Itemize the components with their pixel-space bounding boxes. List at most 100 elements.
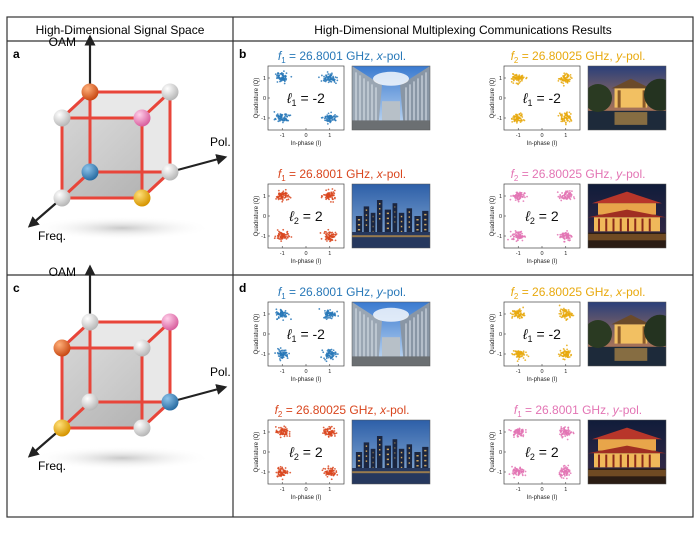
header-left: High-Dimensional Signal Space [36, 23, 205, 37]
channel-title: f1 = 26.8001 GHz, x-pol. [278, 49, 406, 65]
constellation-cluster [319, 228, 338, 243]
y-axis-label: Quadrature (Q) [254, 432, 260, 473]
constellation-cluster [508, 427, 527, 438]
x-tick-label: -1 [516, 133, 521, 139]
constellation-cluster [274, 425, 291, 439]
x-tick-label: 1 [564, 251, 567, 257]
building-photo [352, 302, 430, 366]
oam-axis-label: OAM [49, 265, 76, 279]
cube-shadow [32, 216, 212, 240]
channel-title: f2 = 26.80025 GHz, y-pol. [511, 49, 646, 65]
x-axis-label: In-phase (I) [291, 377, 322, 383]
oam-mode-label: ℓ1 = -2 [286, 90, 325, 108]
channel-title: f2 = 26.80025 GHz, x-pol. [511, 285, 646, 301]
x-tick-label: 1 [328, 133, 331, 139]
x-axis-label: In-phase (I) [527, 259, 558, 265]
x-axis-label: In-phase (I) [527, 495, 558, 501]
x-tick-label: 1 [564, 133, 567, 139]
cube-vertex-sphere [81, 313, 99, 331]
x-tick-label: 1 [328, 487, 331, 493]
y-tick-label: -1 [261, 352, 266, 358]
freq-axis-label: Freq. [38, 459, 66, 473]
cube-vertex-sphere [133, 419, 151, 437]
constellation-cluster [557, 344, 573, 361]
constellation-cluster [558, 304, 575, 321]
cube-vertex-sphere [81, 83, 99, 101]
constellation-cluster [273, 111, 292, 124]
constellation-cluster [275, 308, 292, 322]
constellation-cluster [557, 111, 573, 126]
constellation-cluster [321, 465, 339, 481]
cube-shadow [32, 446, 212, 470]
header-right: High-Dimensional Multiplexing Communicat… [314, 23, 611, 37]
panel-label-c: c [13, 281, 20, 295]
cube-vertex-sphere [81, 163, 99, 181]
constellation-cluster [275, 465, 292, 481]
constellation-cluster [557, 72, 573, 87]
cube-vertex-sphere [161, 83, 179, 101]
constellation-cluster [556, 230, 573, 243]
constellation-cluster [320, 348, 339, 363]
y-axis-label: Quadrature (Q) [490, 314, 496, 355]
y-tick-label: -1 [497, 470, 502, 476]
constellation-cluster [320, 111, 339, 125]
constellation-cluster [511, 349, 530, 363]
x-tick-label: -1 [280, 133, 285, 139]
cube-vertex-sphere [53, 109, 71, 127]
pol-axis-arrow [169, 384, 228, 404]
x-axis-label: In-phase (I) [527, 141, 558, 147]
y-tick-label: 1 [263, 430, 266, 436]
pavilion-photo [588, 302, 666, 366]
y-tick-label: 0 [499, 96, 502, 102]
x-tick-label: 1 [328, 251, 331, 257]
constellation-cluster [508, 465, 527, 479]
x-tick-label: 0 [540, 369, 543, 375]
cube-vertex-sphere [161, 163, 179, 181]
x-tick-label: -1 [516, 251, 521, 257]
oam-mode-label: ℓ1 = -2 [522, 90, 561, 108]
oam-mode-label: ℓ2 = 2 [288, 444, 323, 462]
y-tick-label: 0 [263, 332, 266, 338]
y-tick-label: 0 [263, 450, 266, 456]
x-tick-label: 0 [304, 133, 307, 139]
oam-mode-label: ℓ1 = -2 [522, 326, 561, 344]
constellation-cluster [320, 188, 336, 203]
y-axis-label: Quadrature (Q) [490, 432, 496, 473]
y-tick-label: -1 [261, 116, 266, 122]
y-axis-label: Quadrature (Q) [254, 196, 260, 237]
constellation-cluster [318, 71, 339, 85]
panel-label-d: d [239, 281, 246, 295]
y-tick-label: 1 [263, 194, 266, 200]
y-tick-label: -1 [497, 234, 502, 240]
temple-photo [588, 420, 666, 484]
constellation-cluster [274, 347, 291, 362]
cube-vertex-sphere [133, 189, 151, 207]
oam-mode-label: ℓ2 = 2 [288, 208, 323, 226]
city-night-photo [352, 420, 430, 484]
x-tick-label: -1 [280, 487, 285, 493]
x-tick-label: 1 [564, 369, 567, 375]
x-tick-label: 0 [304, 369, 307, 375]
y-tick-label: 1 [499, 430, 502, 436]
x-axis-label: In-phase (I) [291, 259, 322, 265]
cube-vertex-sphere [161, 393, 179, 411]
panel-label-a: a [13, 47, 20, 61]
oam-mode-label: ℓ2 = 2 [524, 444, 559, 462]
y-tick-label: 0 [499, 214, 502, 220]
channel-title: f1 = 26.8001 GHz, y-pol. [514, 403, 642, 419]
y-tick-label: 0 [263, 96, 266, 102]
x-axis-label: In-phase (I) [291, 141, 322, 147]
y-axis-label: Quadrature (Q) [490, 78, 496, 119]
x-axis-label: In-phase (I) [291, 495, 322, 501]
constellation-cluster [274, 70, 293, 85]
y-tick-label: 0 [263, 214, 266, 220]
cube-vertex-sphere [133, 109, 151, 127]
y-axis-label: Quadrature (Q) [254, 78, 260, 119]
constellation-cluster [275, 188, 292, 203]
